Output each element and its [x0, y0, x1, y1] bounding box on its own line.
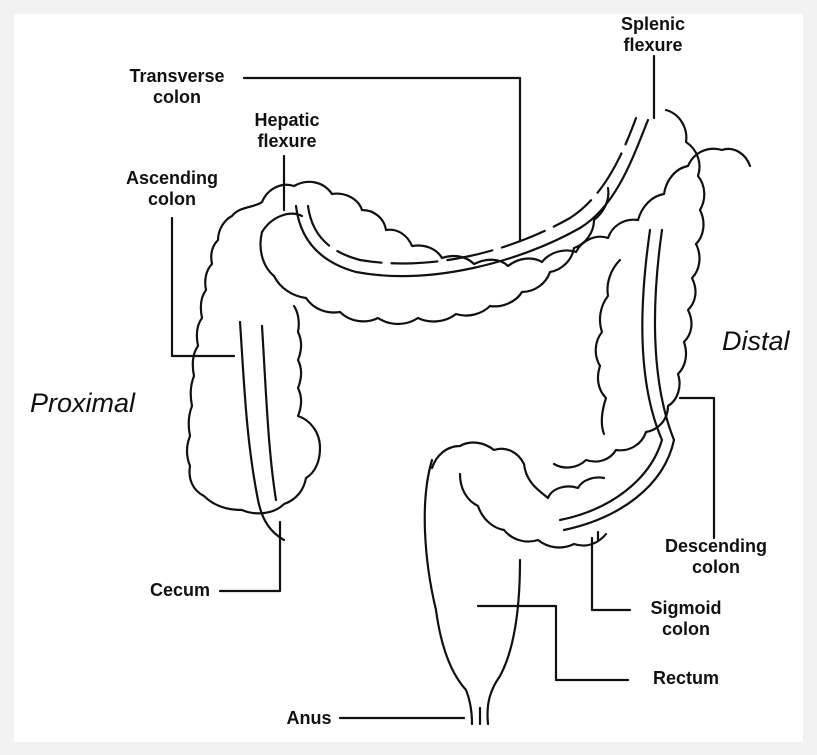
- label-descending-colon: Descending colon: [646, 536, 786, 578]
- leader-descending: [680, 398, 714, 538]
- ascending-colon-lumen-line-2: [262, 326, 276, 500]
- label-cecum: Cecum: [140, 580, 220, 601]
- label-ascending-colon: Ascending colon: [104, 168, 240, 210]
- transverse-colon-lower: [261, 188, 609, 324]
- label-hepatic-flexure: Hepatic flexure: [232, 110, 342, 152]
- leader-cecum: [220, 522, 280, 591]
- ascending-colon-lumen-line: [240, 322, 284, 540]
- leader-transverse: [244, 78, 520, 240]
- sigmoid-colon-upper: [432, 443, 604, 498]
- label-rectum: Rectum: [636, 668, 736, 689]
- descending-colon-inner: [596, 260, 620, 434]
- region-proximal: Proximal: [30, 388, 135, 419]
- label-splenic-flexure: Splenic flexure: [598, 14, 708, 56]
- rectum-outline-right: [488, 560, 521, 724]
- leader-sigmoid: [592, 538, 630, 610]
- transverse-colon-upper: [262, 149, 750, 266]
- label-transverse-colon: Transverse colon: [112, 66, 242, 108]
- label-anus: Anus: [276, 708, 342, 729]
- hepatic-fold: [262, 214, 302, 232]
- region-distal: Distal: [722, 326, 790, 357]
- transverse-lumen-line-1: [296, 120, 648, 276]
- descending-colon-outer: [554, 244, 699, 467]
- leader-rectum: [478, 606, 628, 680]
- leader-ascending: [172, 218, 234, 356]
- label-sigmoid-colon: Sigmoid colon: [636, 598, 736, 640]
- ascending-colon-outline: [187, 202, 320, 513]
- rectum-outline: [425, 460, 472, 724]
